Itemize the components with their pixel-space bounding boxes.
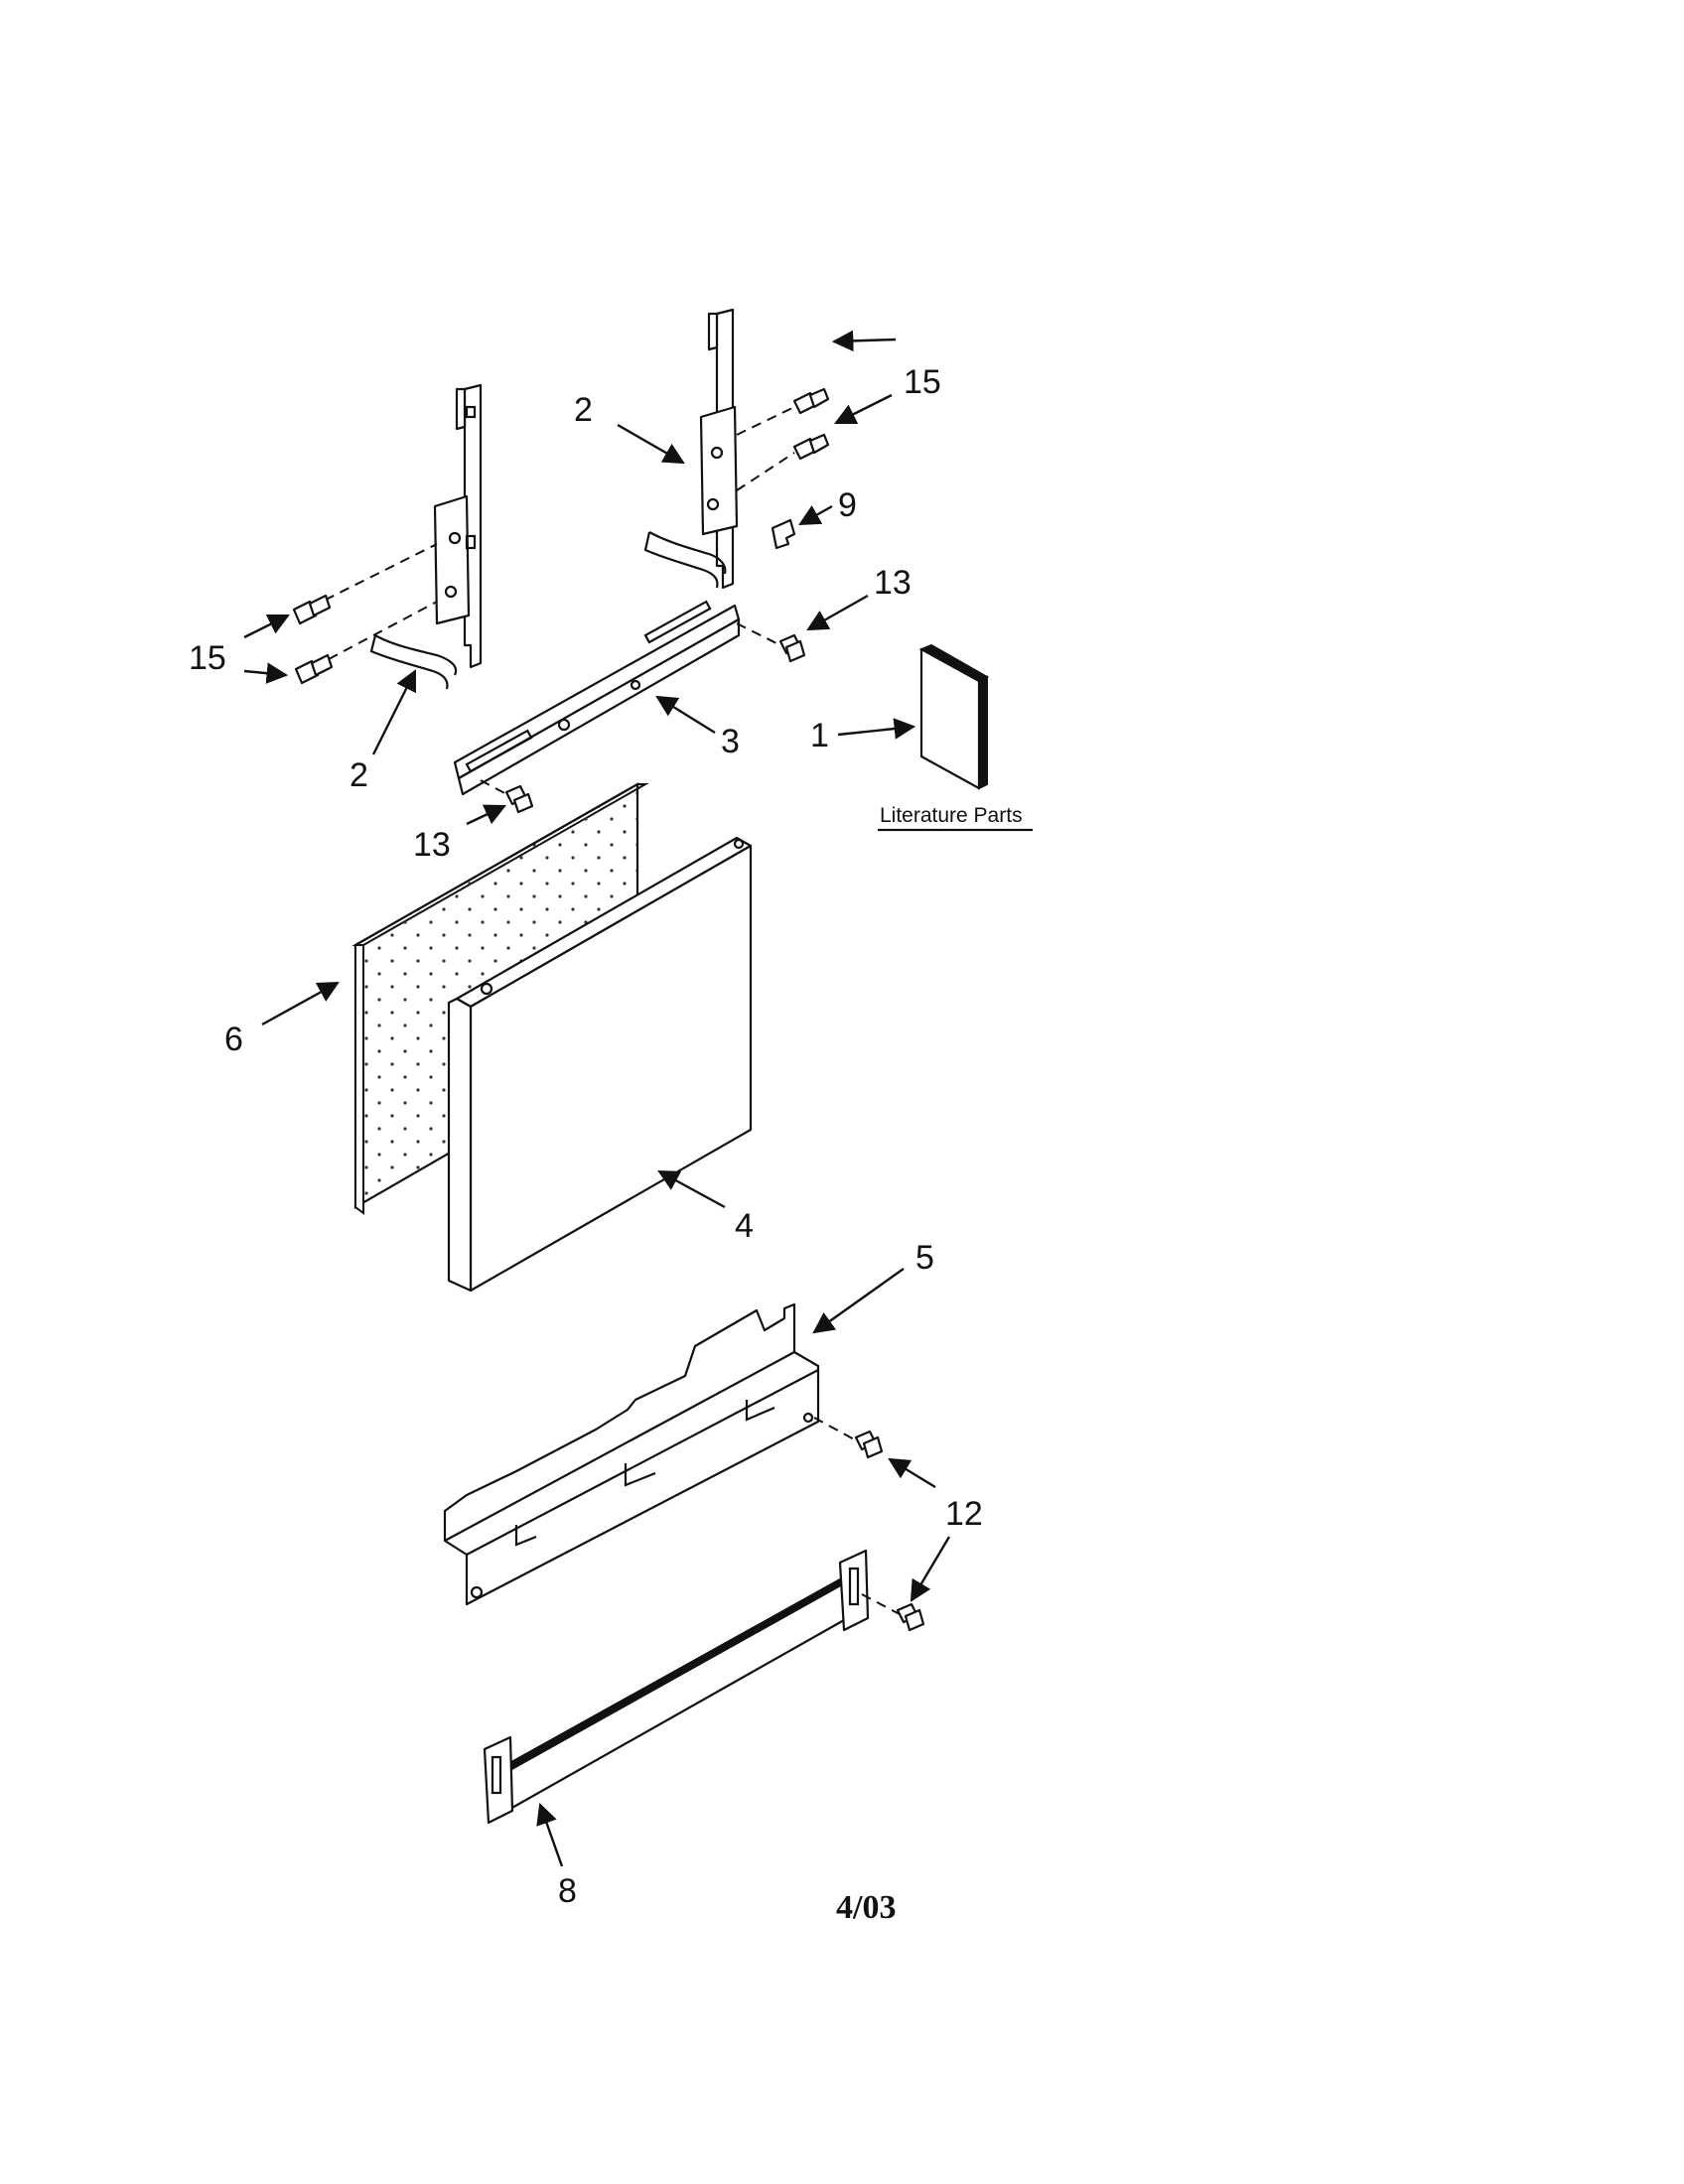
callout-13-left: 13 (413, 826, 451, 864)
callout-15-right: 15 (904, 363, 941, 401)
callout-6: 6 (224, 1021, 243, 1058)
rail-screw-right (736, 622, 806, 663)
callout-5: 5 (915, 1239, 934, 1277)
toe-bracket-screw (813, 1417, 884, 1459)
callout-1: 1 (810, 717, 829, 754)
toe-bracket-part-5 (443, 1302, 820, 1606)
date-code: 4/03 (836, 1889, 896, 1926)
callout-13-right: 13 (874, 564, 912, 602)
literature-parts-label: Literature Parts (880, 804, 1023, 827)
callout-8: 8 (558, 1872, 577, 1910)
literature-booklet (918, 643, 990, 790)
left-hinge-screws (292, 543, 438, 685)
clip-part-9 (771, 518, 796, 550)
callout-2-right: 2 (574, 391, 593, 429)
callout-3: 3 (721, 723, 740, 760)
callout-4: 4 (735, 1207, 754, 1245)
callout-12: 12 (945, 1495, 983, 1533)
leader-arrows (243, 330, 951, 1867)
rail-screw-bottom (480, 779, 534, 814)
right-hinge-bracket (643, 308, 739, 590)
left-hinge-bracket (369, 383, 483, 690)
door-panel-part-4 (447, 836, 753, 1293)
rail-part-3 (453, 600, 741, 796)
right-hinge-screws (736, 387, 830, 491)
callout-15-left: 15 (189, 639, 226, 677)
callout-2-left: 2 (350, 756, 368, 794)
kick-strip-screw (861, 1593, 925, 1632)
kick-strip-part-8 (483, 1549, 870, 1825)
callout-9: 9 (838, 486, 857, 524)
